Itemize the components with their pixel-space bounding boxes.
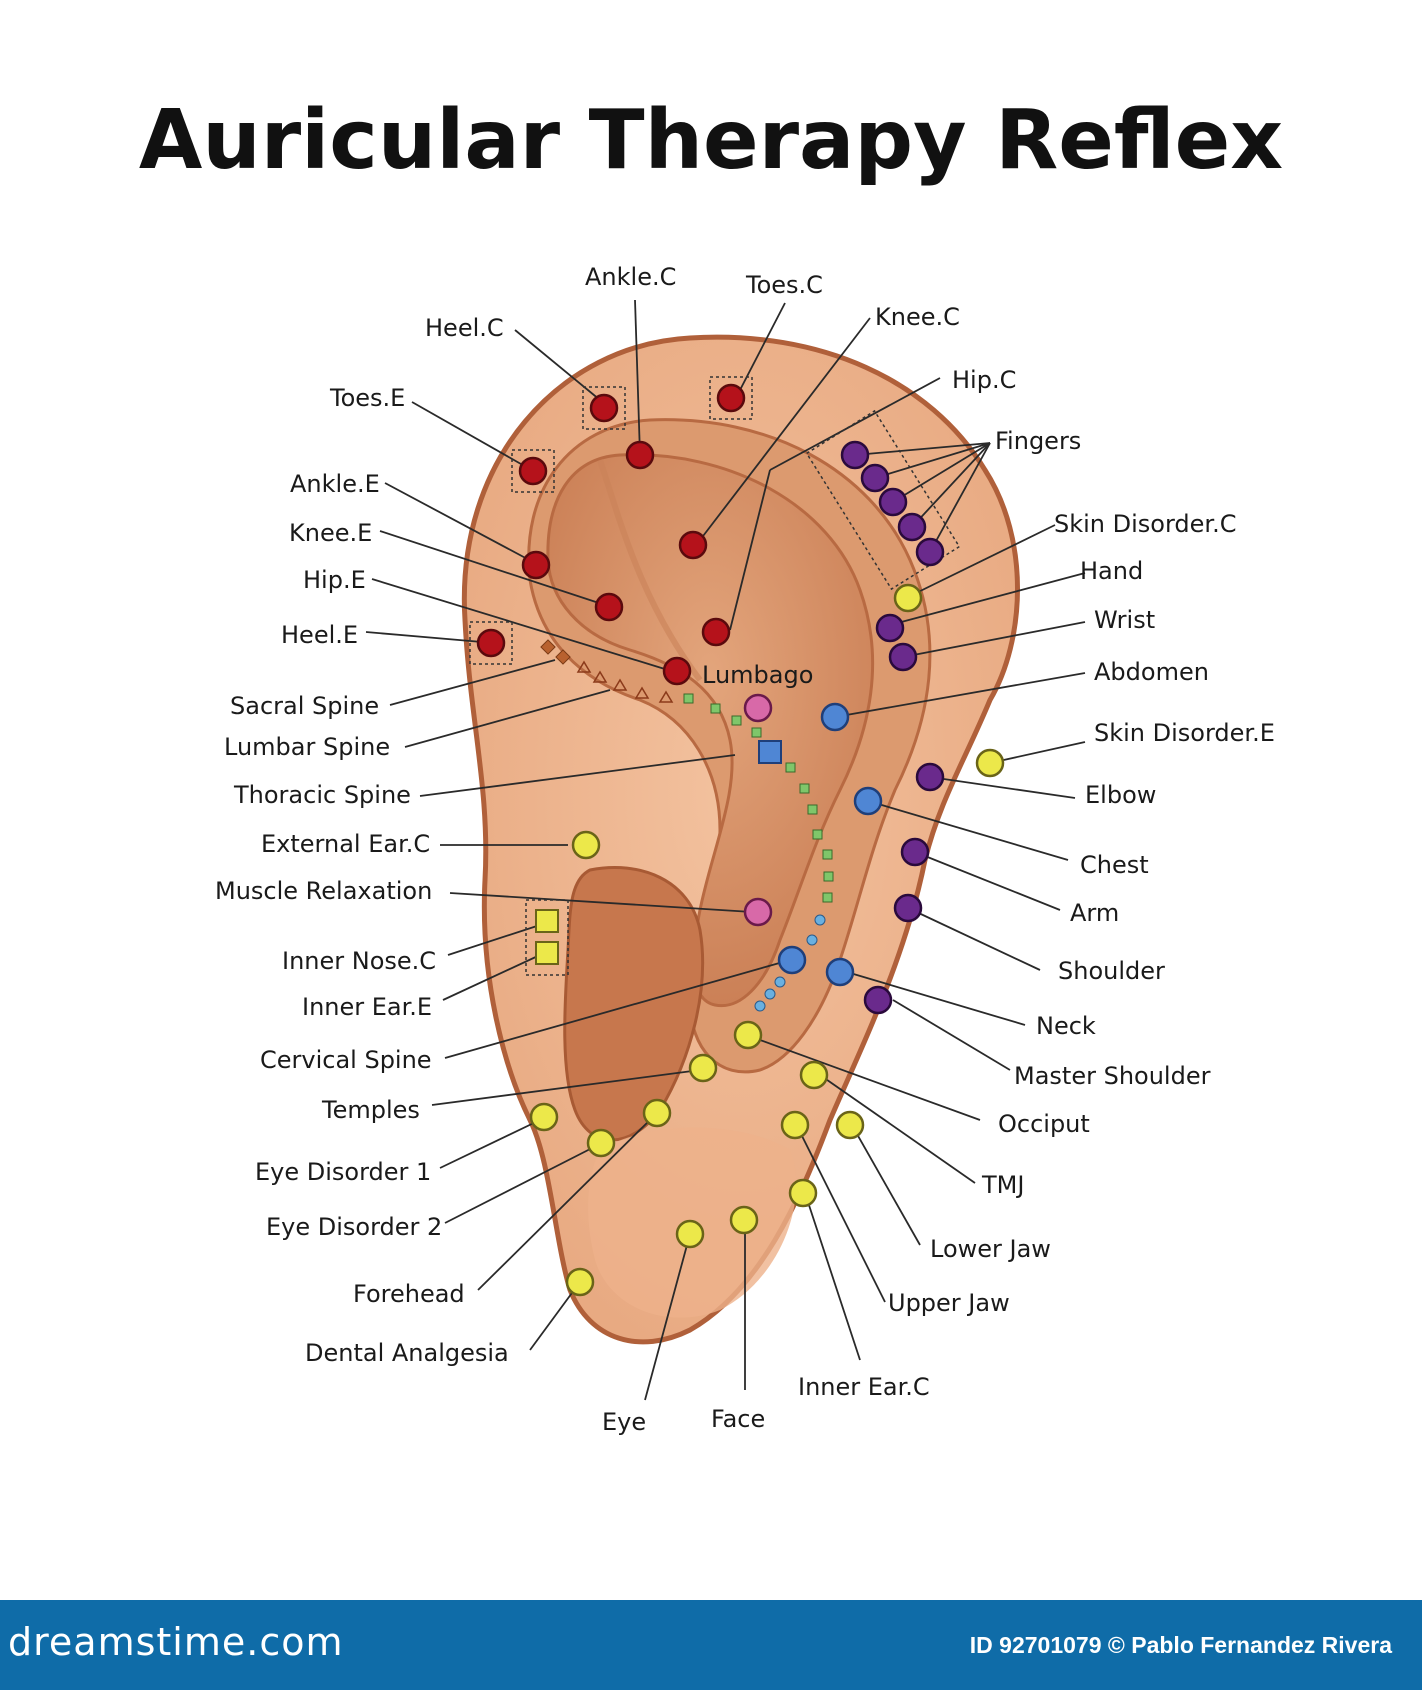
point-knee-e <box>594 592 624 622</box>
label-hip-e: Hip.E <box>303 566 366 594</box>
point-dental-analgesia <box>565 1267 595 1297</box>
label-toes-e: Toes.E <box>329 384 405 412</box>
point-hand <box>893 583 923 613</box>
label-inner-ear-c: Inner Ear.C <box>798 1373 930 1401</box>
label-ankle-c: Ankle.C <box>585 263 676 291</box>
spine-markers <box>535 639 834 1012</box>
label-heel-e: Heel.E <box>281 621 358 649</box>
point-lower-jaw <box>835 1110 865 1140</box>
label-wrist: Wrist <box>1094 606 1155 634</box>
point-tmj <box>799 1060 829 1090</box>
point-finger-3 <box>878 487 908 517</box>
point-upper-jaw <box>780 1110 810 1140</box>
label-eye-disorder-1: Eye Disorder 1 <box>255 1158 431 1186</box>
label-muscle-relaxation: Muscle Relaxation <box>215 877 432 905</box>
label-temples: Temples <box>321 1096 420 1124</box>
label-shoulder: Shoulder <box>1058 957 1165 985</box>
point-face <box>729 1205 759 1235</box>
label-cervical-spine: Cervical Spine <box>260 1046 432 1074</box>
label-hip-c: Hip.C <box>952 366 1016 394</box>
label-dental-analgesia: Dental Analgesia <box>305 1339 509 1367</box>
point-abdomen <box>820 702 850 732</box>
point-master-shoulder <box>863 985 893 1015</box>
point-frames <box>469 376 961 976</box>
point-heel-e <box>476 628 506 658</box>
point-finger-1 <box>840 440 870 470</box>
point-skin-disorder-e <box>975 748 1005 778</box>
point-abdomen-p <box>888 642 918 672</box>
point-wrist <box>875 613 905 643</box>
label-upper-jaw: Upper Jaw <box>888 1289 1010 1317</box>
page-title: Auricular Therapy Reflex <box>139 93 1283 188</box>
point-arm <box>900 837 930 867</box>
point-temples <box>688 1053 718 1083</box>
point-chest <box>853 786 883 816</box>
label-fingers: Fingers <box>995 427 1081 455</box>
label-ankle-e: Ankle.E <box>290 470 380 498</box>
point-forehead <box>642 1098 672 1128</box>
point-toes-e <box>518 456 548 486</box>
label-elbow: Elbow <box>1085 781 1156 809</box>
point-hip-c <box>701 617 731 647</box>
point-cervical <box>777 945 807 975</box>
point-heel-c <box>589 393 619 423</box>
point-occiput <box>733 1020 763 1050</box>
label-skin-disorder-e: Skin Disorder.E <box>1094 719 1275 747</box>
footer-credit: ID 92701079 © Pablo Fernandez Rivera <box>969 1632 1392 1658</box>
point-labels: Ankle.C Toes.C Heel.C Knee.C Hip.C Toes.… <box>215 263 1275 1436</box>
label-lumbago: Lumbago <box>702 661 813 689</box>
point-ankle-c <box>625 440 655 470</box>
point-inner-ear-c <box>788 1178 818 1208</box>
label-heel-c: Heel.C <box>425 314 504 342</box>
ear-antihelix-ridge <box>597 459 703 682</box>
label-lumbar-spine: Lumbar Spine <box>224 733 390 761</box>
point-eye-disorder-2 <box>586 1128 616 1158</box>
label-arm: Arm <box>1070 899 1119 927</box>
point-finger-5 <box>915 537 945 567</box>
ear-illustration <box>461 334 1020 1345</box>
label-eye: Eye <box>602 1408 646 1436</box>
point-lumbar-pink <box>743 693 773 723</box>
label-lower-jaw: Lower Jaw <box>930 1235 1051 1263</box>
footer-logo[interactable]: dreamstime.com <box>8 1620 344 1664</box>
point-elbow <box>915 762 945 792</box>
leader-lines <box>365 299 1086 1401</box>
point-finger-2 <box>860 463 890 493</box>
label-master-shoulder: Master Shoulder <box>1014 1062 1211 1090</box>
label-toes-c: Toes.C <box>745 271 823 299</box>
label-external-ear-c: External Ear.C <box>261 830 430 858</box>
label-face: Face <box>711 1405 765 1433</box>
label-sacral-spine: Sacral Spine <box>230 692 379 720</box>
label-knee-e: Knee.E <box>289 519 372 547</box>
label-hand: Hand <box>1080 557 1143 585</box>
point-eye <box>675 1219 705 1249</box>
label-occiput: Occiput <box>998 1110 1090 1138</box>
label-chest: Chest <box>1080 851 1149 879</box>
label-tmj: TMJ <box>981 1171 1024 1199</box>
label-eye-disorder-2: Eye Disorder 2 <box>266 1213 442 1241</box>
label-thoracic-spine: Thoracic Spine <box>233 781 411 809</box>
point-eye-disorder-1 <box>529 1102 559 1132</box>
point-knee-c <box>678 530 708 560</box>
point-shoulder <box>893 893 923 923</box>
footer-bar: dreamstime.com ID 92701079 © Pablo Ferna… <box>0 1600 1422 1690</box>
point-muscle-relaxation <box>743 897 773 927</box>
ear-diagram: Auricular Therapy Reflex <box>139 93 1283 1436</box>
label-inner-nose-c: Inner Nose.C <box>282 947 436 975</box>
point-toes-c <box>716 383 746 413</box>
label-knee-c: Knee.C <box>875 303 960 331</box>
label-abdomen: Abdomen <box>1094 658 1209 686</box>
label-inner-ear-e: Inner Ear.E <box>302 993 432 1021</box>
point-ankle-e <box>521 550 551 580</box>
point-finger-4 <box>897 512 927 542</box>
label-forehead: Forehead <box>353 1280 465 1308</box>
reflex-points <box>476 383 1005 1297</box>
point-neck <box>825 957 855 987</box>
label-neck: Neck <box>1036 1012 1096 1040</box>
label-skin-disorder-c: Skin Disorder.C <box>1054 510 1236 538</box>
point-lumbago <box>662 656 692 686</box>
point-external-ear <box>571 830 601 860</box>
